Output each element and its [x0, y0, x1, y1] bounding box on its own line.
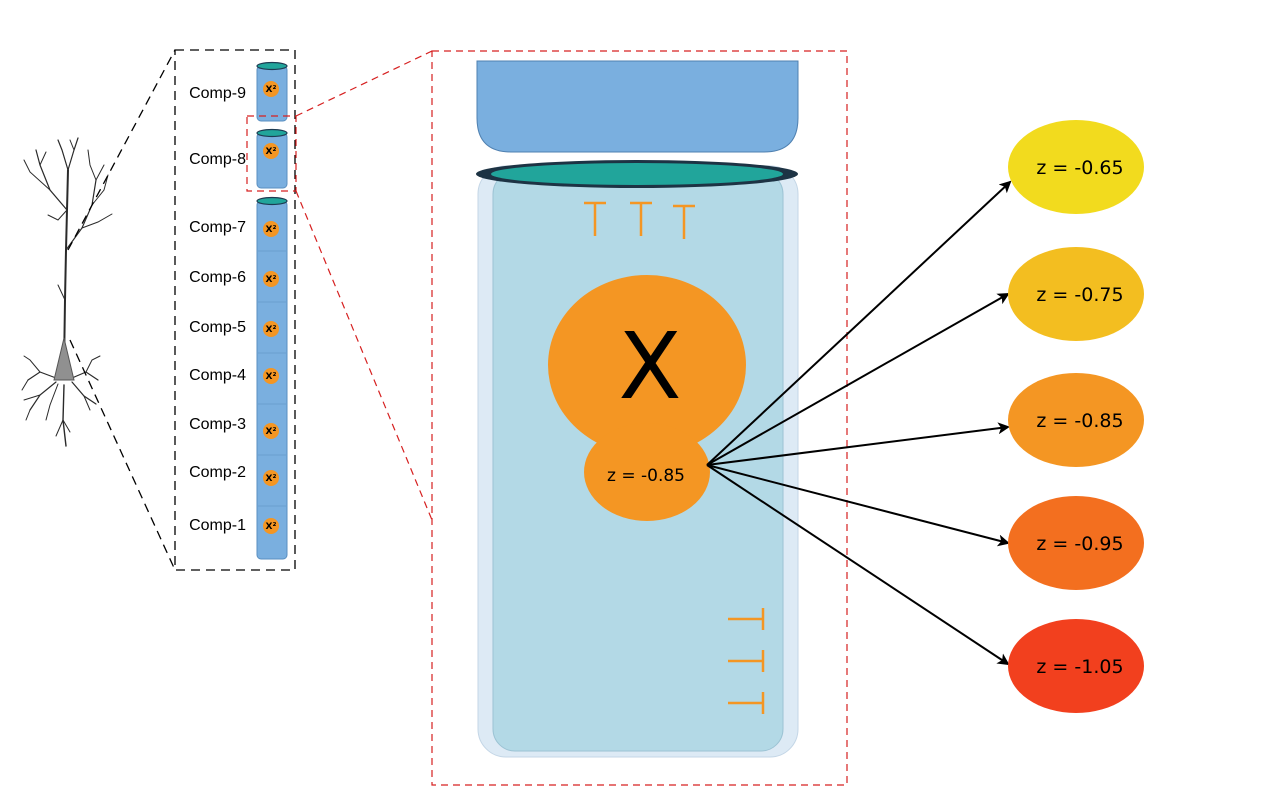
output-z-label: z = -1.05	[1036, 656, 1123, 678]
compartment-label: Comp-7	[189, 219, 246, 236]
neuron-soma	[53, 337, 75, 381]
zoom-box	[431, 50, 848, 786]
channel-x-symbol: X	[618, 313, 681, 420]
compartment-label: Comp-4	[189, 367, 246, 384]
comp-8-highlight-box	[246, 115, 297, 192]
output-arrow	[706, 180, 1012, 466]
channel-marker-label: X²	[266, 427, 277, 437]
output-z-label: z = -0.75	[1036, 284, 1123, 306]
channel-marker-label: X²	[266, 147, 277, 157]
output-z-bubble	[1008, 373, 1144, 467]
output-z-label: z = -0.95	[1036, 533, 1123, 555]
output-z-bubble	[1008, 120, 1144, 214]
output-z-bubble	[1008, 496, 1144, 590]
compartment-label: Comp-3	[189, 416, 246, 433]
compartment-label: Comp-2	[189, 464, 246, 481]
compartment-label: Comp-8	[189, 151, 246, 168]
compartment-column-box	[174, 49, 296, 571]
channel-marker-label: X²	[266, 325, 277, 335]
channel-x-circle	[548, 275, 746, 455]
channel-marker-icon	[263, 221, 279, 237]
channel-marker-label: X²	[266, 474, 277, 484]
channel-marker-label: X²	[266, 275, 277, 285]
channel-marker-label: X²	[266, 522, 277, 532]
output-arrow	[706, 293, 1010, 466]
channel-marker-icon	[263, 368, 279, 384]
output-arrow	[706, 464, 1010, 666]
channel-marker-icon	[263, 271, 279, 287]
side-channel-markers	[728, 608, 765, 714]
output-z-bubble	[1008, 247, 1144, 341]
output-z-label: z = -0.65	[1036, 157, 1123, 179]
channel-marker-label: X²	[266, 225, 277, 235]
channel-marker-icon	[263, 423, 279, 439]
neuron-zoom-lines	[67, 49, 176, 571]
center-z-circle	[584, 423, 710, 521]
channel-marker-icon	[263, 470, 279, 486]
compartment-label: Comp-1	[189, 517, 246, 534]
channel-marker-icon	[263, 518, 279, 534]
center-z-label: z = -0.85	[607, 466, 685, 486]
channel-marker-label: X²	[266, 372, 277, 382]
channel-marker-icon	[263, 321, 279, 337]
channel-marker-label: X²	[266, 85, 277, 95]
neuron-illustration	[21, 137, 113, 447]
compartment-zoom-lines	[295, 50, 433, 521]
compartment-label: Comp-5	[189, 319, 246, 336]
output-arrows	[706, 180, 1012, 666]
top-channel-markers	[584, 201, 695, 239]
output-z-bubble	[1008, 619, 1144, 713]
output-arrow	[706, 422, 1010, 466]
compartment-label: Comp-9	[189, 85, 246, 102]
channel-marker-icon	[263, 143, 279, 159]
compartment-label: Comp-6	[189, 269, 246, 286]
output-z-label: z = -0.85	[1036, 410, 1123, 432]
output-bubbles: z = -0.65 z = -0.75 z = -0.85 z = -0.95 z = …	[1008, 120, 1144, 713]
channel-marker-icon	[263, 81, 279, 97]
output-arrow	[706, 464, 1010, 547]
